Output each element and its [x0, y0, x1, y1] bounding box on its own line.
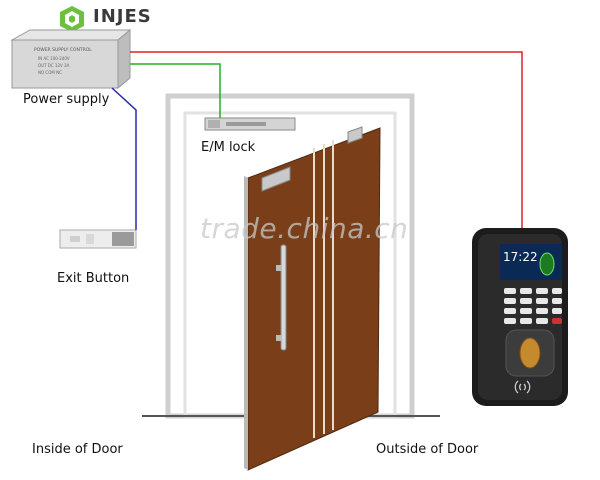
blue-wire [111, 87, 137, 230]
armature-plate-icon [261, 166, 291, 192]
label-exit-button: Exit Button [57, 271, 130, 286]
green-wire [130, 63, 221, 118]
fingerprint-sensor-icon [519, 337, 541, 369]
label-outside-of-door: Outside of Door [376, 442, 479, 457]
label-power-supply: Power supply [23, 92, 110, 107]
terminal-keypad [504, 288, 562, 324]
exit-button-device [59, 229, 137, 249]
power-supply-box: POWER SUPPLY CONTROL IN AC 100-240V OUT … [10, 28, 132, 90]
power-plate-line-2: OUT DC 12V 3A [38, 63, 70, 68]
em-lock-icon [204, 117, 296, 131]
terminal-time: 17:22 [503, 250, 538, 264]
brand-logo-text: INJES [93, 6, 152, 27]
power-plate-line-3: NO COM NC [38, 70, 62, 75]
label-inside-of-door: Inside of Door [32, 442, 123, 457]
door-leaf [244, 126, 381, 471]
watermark-text: trade.china.cn [200, 212, 409, 245]
label-em-lock: E/M lock [201, 140, 256, 155]
power-plate-line-1: IN AC 100-240V [38, 56, 70, 61]
fingerprint-terminal: 17:22 [472, 228, 568, 406]
rfid-icon [514, 380, 531, 394]
door-handle-icon [280, 244, 287, 351]
fingerprint-display-icon [539, 252, 555, 276]
power-plate-title: POWER SUPPLY CONTROL [34, 47, 92, 53]
red-wire [130, 51, 523, 228]
injes-logo-icon [60, 6, 84, 32]
